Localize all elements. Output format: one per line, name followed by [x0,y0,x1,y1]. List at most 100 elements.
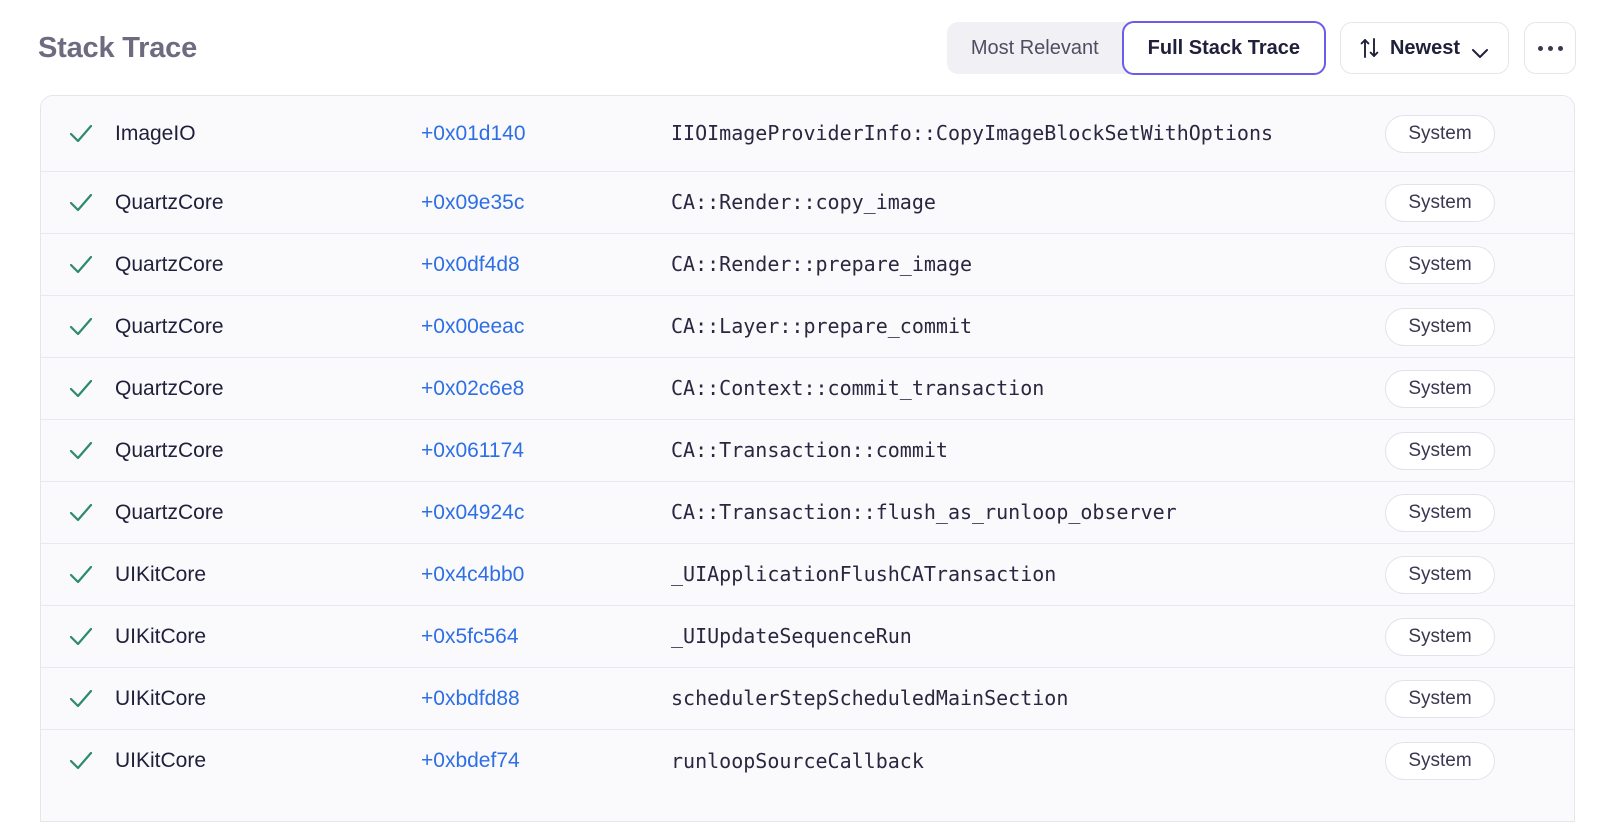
row-module-name: QuartzCore [115,252,224,276]
row-offset-link[interactable]: +0x5fc564 [421,624,519,648]
status-badge: System [1385,114,1495,153]
row-check-cell[interactable] [41,562,115,588]
row-module-name: UIKitCore [115,686,207,710]
checkmark-icon [69,441,93,459]
row-symbol-name: _UIUpdateSequenceRun [671,624,912,648]
row-offset-link[interactable]: +0xbdef74 [421,749,520,772]
row-tag-cell: System [1361,114,1547,153]
checkmark-icon [69,751,93,770]
row-check-cell[interactable] [41,252,115,278]
checkmark-icon [69,565,93,583]
ellipsis-icon [1557,45,1563,51]
header-controls: Most Relevant Full Stack Trace Newest [946,21,1576,75]
status-badge: System [1385,245,1495,284]
sort-dropdown[interactable]: Newest [1339,22,1509,74]
row-symbol-name: _UIApplicationFlushCATransaction [671,562,1057,586]
table-row[interactable]: QuartzCore +0x02c6e8 CA::Context::commit_t… [41,358,1574,420]
page-title: Stack Trace [38,31,198,64]
checkmark-icon [69,379,93,397]
row-symbol-name: runloopSourceCallback [671,748,924,773]
row-offset-link[interactable]: +0x04924c [421,500,525,524]
more-options-button[interactable] [1524,22,1576,74]
status-badge: System [1385,183,1495,222]
row-tag-cell: System [1361,369,1547,408]
row-offset-link[interactable]: +0x00eeac [421,314,525,338]
row-symbol-name: schedulerStepScheduledMainSection [671,686,1069,710]
row-check-cell[interactable] [41,686,115,712]
checkmark-icon [69,317,93,335]
ellipsis-icon [1537,45,1543,51]
table-row[interactable]: ImageIO +0x01d140 IIOImageProviderInfo::Co… [41,96,1574,172]
row-module-name: UIKitCore [115,749,207,772]
row-check-cell[interactable] [41,624,115,650]
row-module-name: ImageIO [115,121,196,145]
table-row[interactable]: UIKitCore +0x4c4bb0 _UIApplicationFlushCAT… [41,544,1574,606]
chevron-down-icon [1471,42,1489,58]
checkmark-icon [69,689,93,707]
row-tag-cell: System [1361,493,1547,532]
panel-header: Stack Trace Most Relevant Full Stack Tra… [0,0,1614,96]
ellipsis-icon [1547,45,1553,51]
row-offset-link[interactable]: +0x09e35c [421,190,525,214]
row-tag-cell: System [1361,183,1547,222]
checkmark-icon [69,255,93,273]
row-check-cell[interactable] [41,748,115,774]
table-row[interactable]: QuartzCore +0x09e35c CA::Render::copy_imag… [41,172,1574,234]
row-symbol-name: IIOImageProviderInfo::CopyImageBlockSetW… [671,121,1274,145]
table-row[interactable]: QuartzCore +0x00eeac CA::Layer::prepare_co… [41,296,1574,358]
row-offset-link[interactable]: +0x0df4d8 [421,252,520,276]
row-offset-link[interactable]: +0x01d140 [421,121,526,145]
table-row[interactable]: UIKitCore +0x5fc564 _UIUpdateSequenceRun Sy… [41,606,1574,668]
row-offset-link[interactable]: +0x02c6e8 [421,376,525,400]
row-check-cell[interactable] [41,121,115,147]
stack-trace-table: ImageIO +0x01d140 IIOImageProviderInfo::Co… [40,95,1575,822]
row-check-cell[interactable] [41,438,115,464]
row-offset-link[interactable]: +0xbdfd88 [421,686,520,710]
table-row[interactable]: UIKitCore +0xbdfd88 schedulerStepScheduled… [41,668,1574,730]
tab-full-stack-trace[interactable]: Full Stack Trace [1121,21,1326,75]
status-badge: System [1385,431,1495,470]
status-badge: System [1385,617,1495,656]
row-check-cell[interactable] [41,314,115,340]
row-symbol-name: CA::Transaction::flush_as_runloop_observ… [671,500,1177,524]
row-check-cell[interactable] [41,500,115,526]
row-tag-cell: System [1361,431,1547,470]
row-tag-cell: System [1361,742,1547,780]
row-module-name: QuartzCore [115,190,224,214]
status-badge: System [1385,307,1495,346]
checkmark-icon [69,627,93,645]
row-check-cell[interactable] [41,376,115,402]
row-tag-cell: System [1361,307,1547,346]
row-module-name: UIKitCore [115,624,207,648]
row-tag-cell: System [1361,679,1547,718]
sort-arrows-icon [1360,37,1379,59]
status-badge: System [1385,493,1495,532]
row-offset-link[interactable]: +0x061174 [421,438,524,462]
stack-trace-mode-segmented-control[interactable]: Most Relevant Full Stack Trace [946,21,1326,75]
status-badge: System [1385,679,1495,718]
row-offset-link[interactable]: +0x4c4bb0 [421,562,525,586]
row-module-name: QuartzCore [115,314,224,338]
status-badge: System [1385,742,1495,780]
row-symbol-name: CA::Transaction::commit [671,438,948,462]
row-symbol-name: CA::Context::commit_transaction [671,376,1045,400]
row-module-name: QuartzCore [115,500,224,524]
row-tag-cell: System [1361,555,1547,594]
row-tag-cell: System [1361,245,1547,284]
status-badge: System [1385,369,1495,408]
status-badge: System [1385,555,1495,594]
row-module-name: QuartzCore [115,376,224,400]
checkmark-icon [69,193,93,211]
tab-most-relevant[interactable]: Most Relevant [970,36,1099,59]
table-row[interactable]: QuartzCore +0x04924c CA::Transaction::flus… [41,482,1574,544]
checkmark-icon [69,503,93,521]
row-module-name: QuartzCore [115,438,224,462]
row-check-cell[interactable] [41,190,115,216]
table-row[interactable]: QuartzCore +0x061174 CA::Transaction::comm… [41,420,1574,482]
row-module-name: UIKitCore [115,562,207,586]
row-symbol-name: CA::Render::copy_image [671,190,936,214]
row-symbol-name: CA::Layer::prepare_commit [671,314,973,338]
table-row[interactable]: UIKitCore +0xbdef74 runloopSourceCallback S… [41,730,1574,792]
